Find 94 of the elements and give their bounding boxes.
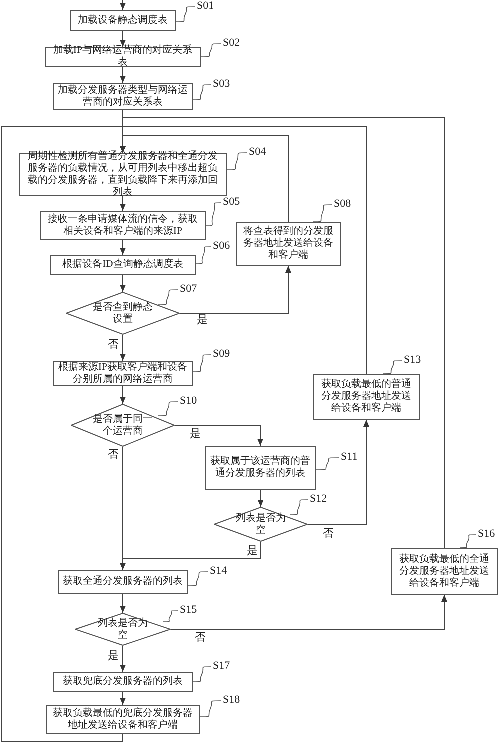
step-text: 根据设备ID查询静态调度表: [62, 259, 184, 271]
arrow: [308, 420, 370, 525]
step-number: S07: [180, 283, 198, 296]
step-text: 是否属于同一个运营商: [92, 414, 154, 438]
step-text: 根据来源IP获取客户端和设备分别所属的网络运营商: [58, 362, 188, 386]
arrow: [120, 334, 126, 362]
leader-line: [158, 290, 178, 306]
step-number: S13: [404, 354, 422, 367]
edge-label: 是: [107, 650, 120, 663]
step-text: 获取负载最低的全通分发服务器地址发送给设备和客户端: [398, 554, 490, 590]
decision-diamond: [75, 613, 171, 646]
arrow: [120, 196, 126, 212]
process-box: [391, 548, 498, 595]
leader-line: [192, 666, 212, 682]
step-number: S18: [223, 694, 240, 707]
step-text: 接收一条申请媒体流的信令，获取相关设备和客户端的来源IP: [47, 214, 199, 238]
edge-label: 否: [322, 528, 335, 541]
step-number: S11: [341, 451, 358, 464]
step-text: 列表是否为空: [234, 512, 287, 536]
step-text: 获取属于该运营商的普通分发服务器的列表: [210, 456, 311, 480]
process-box: [50, 255, 196, 275]
step-text: 获取负载最低的普通分发服务器地址发送给设备和客户端: [320, 379, 412, 415]
step-number: S14: [210, 565, 228, 578]
leader-line: [206, 202, 222, 226]
edge-label: 是: [246, 545, 259, 558]
process-box: [46, 705, 200, 734]
process-box: [53, 83, 193, 110]
step-number: S17: [213, 660, 230, 673]
process-box: [313, 374, 420, 420]
leader-line: [162, 610, 178, 622]
arrow: [120, 118, 445, 548]
process-box: [70, 10, 176, 31]
edge-label: 是: [196, 314, 209, 327]
process-box: [40, 211, 206, 240]
arrow: [2, 126, 126, 742]
step-number: S16: [478, 528, 496, 541]
arrow: [258, 490, 264, 508]
step-text: 将查表得到的分发服务器地址发送给设备和客户端: [242, 226, 334, 262]
leader-line: [192, 354, 212, 372]
arrow: [180, 266, 292, 314]
leader-line: [316, 458, 340, 470]
process-box: [58, 570, 188, 594]
arrow: [120, 542, 262, 570]
step-number: S08: [334, 198, 352, 211]
arrow: [120, 692, 126, 706]
arrow: [174, 425, 264, 446]
arrow: [120, 594, 126, 614]
step-text: 获取负载最低的兜底分发服务器地址发送给设备和客户端: [52, 708, 194, 732]
leader-line: [158, 402, 178, 416]
step-text: 获取兜底分发服务器的列表: [63, 676, 183, 688]
arrow: [120, 386, 126, 404]
step-number: S09: [213, 348, 230, 361]
arrow: [120, 240, 126, 256]
decision-diamond: [66, 292, 180, 335]
step-text: 加载设备静态调度表: [78, 14, 168, 26]
leader-line: [196, 246, 212, 264]
leader-line: [188, 572, 208, 586]
decision-diamond: [214, 507, 308, 542]
step-number: S12: [310, 493, 328, 506]
leader-line: [226, 152, 248, 170]
step-text: 加载分发服务器类型与网络运营商的对应关系表: [58, 84, 188, 108]
decision-diamond: [71, 404, 175, 447]
step-number: S06: [213, 240, 230, 253]
process-box: [236, 222, 341, 266]
process-box: [53, 672, 193, 692]
step-text: 周期性检测所有普通分发服务器和全通分发服务器的负载情况，从可用列表中移出超负载的分发服务器，直到负载降下来再添加回列表: [27, 150, 219, 198]
edge-label: 是: [189, 428, 202, 441]
process-box: [205, 446, 316, 490]
leader-line: [176, 6, 196, 22]
step-number: S01: [197, 0, 214, 13]
step-text: 是否查到静态设置: [92, 302, 154, 326]
leader-line: [200, 700, 222, 718]
edge-label: 否: [107, 449, 120, 462]
step-text: 列表是否为空: [96, 618, 149, 642]
arrow: [120, 30, 126, 48]
step-number: S03: [213, 78, 230, 91]
leader-line: [200, 44, 222, 58]
leader-line: [290, 500, 308, 516]
step-text: 获取全通分发服务器的列表: [63, 576, 183, 588]
edge-label: 否: [194, 632, 207, 645]
step-number: S05: [223, 196, 240, 209]
arrow: [120, 274, 126, 292]
step-text: 加载IP与网络运营商的对应关系表: [52, 45, 194, 69]
edge-label: 否: [107, 339, 120, 352]
leader-line: [312, 204, 332, 222]
leader-line: [192, 84, 212, 100]
step-number: S02: [223, 37, 240, 50]
arrow: [120, 0, 126, 10]
step-number: S10: [180, 395, 198, 408]
arrow: [120, 66, 126, 84]
step-number: S15: [180, 604, 198, 617]
step-number: S04: [249, 146, 266, 159]
arrow: [120, 646, 126, 672]
arrow: [170, 594, 448, 630]
